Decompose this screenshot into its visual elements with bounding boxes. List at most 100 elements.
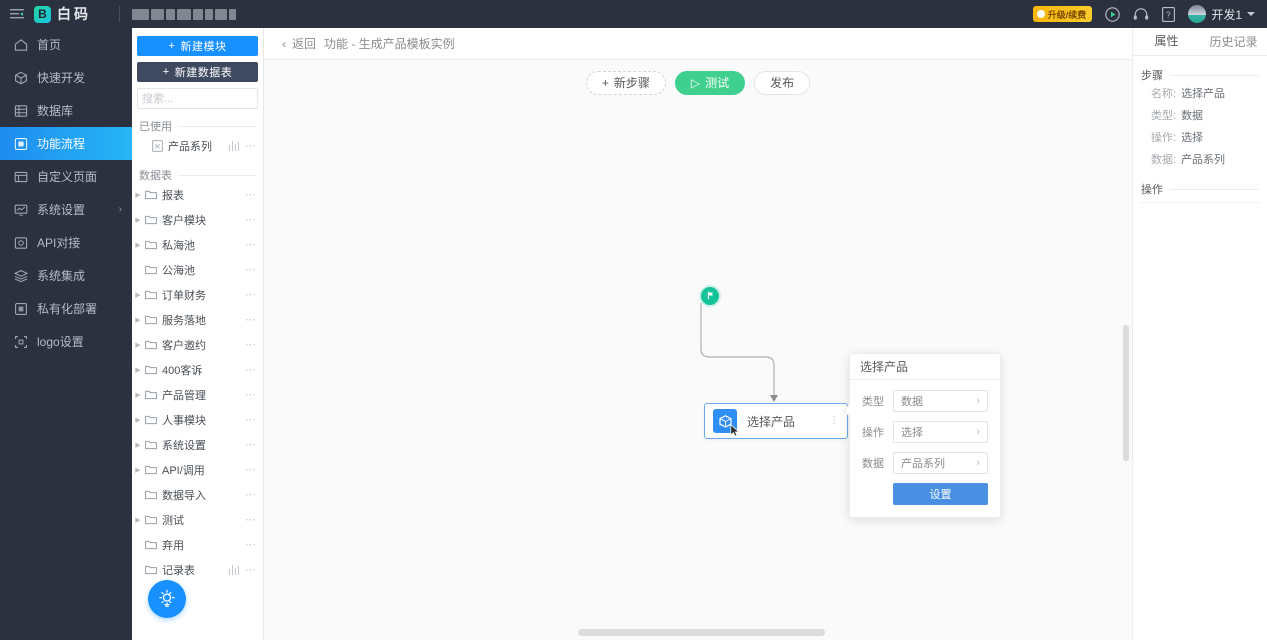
manual-book-icon[interactable]: ? bbox=[1162, 6, 1176, 22]
expand-arrow-icon[interactable]: ▶ bbox=[135, 391, 141, 399]
more-icon[interactable]: ⋯ bbox=[245, 538, 257, 551]
more-icon[interactable]: ⋯ bbox=[245, 413, 257, 426]
flow-node-select-product[interactable]: 选择产品 ⋮ bbox=[704, 403, 848, 439]
back-button[interactable]: ‹ 返回 bbox=[282, 35, 316, 52]
sidebar-item-flow[interactable]: 功能流程 bbox=[0, 127, 132, 160]
tree-row[interactable]: 数据导入⋯ bbox=[132, 482, 263, 507]
more-icon[interactable]: ⋯ bbox=[245, 338, 257, 351]
headset-icon[interactable] bbox=[1133, 7, 1149, 21]
tree-row[interactable]: ▶人事模块⋯ bbox=[132, 407, 263, 432]
user-menu[interactable]: 开发1 bbox=[1188, 5, 1255, 23]
tree-row[interactable]: 记录表⋯ bbox=[132, 557, 263, 582]
tree-row[interactable]: ▶客户邀约⋯ bbox=[132, 332, 263, 357]
expand-arrow-icon[interactable]: ▶ bbox=[135, 341, 141, 349]
step-section-header: 步骤 bbox=[1133, 68, 1267, 82]
popup-submit-button[interactable]: 设置 bbox=[893, 483, 988, 505]
type-select[interactable]: 数据 › bbox=[893, 390, 988, 412]
tree-row-label: 系统设置 bbox=[162, 439, 206, 452]
tree-row[interactable]: ▶产品管理⋯ bbox=[132, 382, 263, 407]
upgrade-button[interactable]: 升级/续费 bbox=[1032, 6, 1093, 22]
sidebar-item-api[interactable]: API对接 bbox=[0, 226, 132, 259]
action-section-title: 操作 bbox=[1141, 184, 1163, 196]
more-icon[interactable]: ⋯ bbox=[245, 139, 257, 152]
more-icon[interactable]: ⋯ bbox=[245, 363, 257, 376]
tab-history[interactable]: 历史记录 bbox=[1209, 35, 1258, 49]
sidebar-item-integration[interactable]: 系统集成 bbox=[0, 259, 132, 292]
tree-row[interactable]: ▶400客诉⋯ bbox=[132, 357, 263, 382]
more-icon[interactable]: ⋯ bbox=[245, 563, 257, 576]
new-module-button[interactable]: + 新建模块 bbox=[137, 36, 258, 56]
lightbulb-icon[interactable] bbox=[148, 580, 186, 618]
brand-logo[interactable]: B 白码 bbox=[34, 4, 91, 24]
expand-arrow-icon[interactable]: ▶ bbox=[135, 191, 141, 199]
sidebar-item-database[interactable]: 数据库 bbox=[0, 94, 132, 127]
expand-arrow-icon[interactable]: ▶ bbox=[135, 441, 141, 449]
expand-arrow-icon[interactable]: ▶ bbox=[135, 291, 141, 299]
new-table-button[interactable]: + 新建数据表 bbox=[137, 62, 258, 82]
more-icon[interactable]: ⋯ bbox=[245, 488, 257, 501]
tree-row[interactable]: ▶订单财务⋯ bbox=[132, 282, 263, 307]
more-icon[interactable]: ⋯ bbox=[245, 513, 257, 526]
tree-row[interactable]: ▶API/调用⋯ bbox=[132, 457, 263, 482]
folder-list: ▶报表⋯▶客户模块⋯▶私海池⋯公海池⋯▶订单财务⋯▶服务落地⋯▶客户邀约⋯▶40… bbox=[132, 182, 263, 582]
type-select-value: 数据 bbox=[901, 396, 923, 408]
popup-field-label: 操作 bbox=[862, 427, 884, 439]
sidebar-item-quick-dev[interactable]: 快速开发 bbox=[0, 61, 132, 94]
more-vertical-icon[interactable]: ⋮ bbox=[829, 415, 839, 426]
more-icon[interactable]: ⋯ bbox=[245, 288, 257, 301]
sidebar-item-custom-page[interactable]: 自定义页面 bbox=[0, 160, 132, 193]
expand-arrow-icon[interactable]: ▶ bbox=[135, 416, 141, 424]
more-icon[interactable]: ⋯ bbox=[245, 213, 257, 226]
more-icon[interactable]: ⋯ bbox=[245, 438, 257, 451]
sliders-icon[interactable] bbox=[228, 140, 239, 151]
tree-row[interactable]: 弃用⋯ bbox=[132, 532, 263, 557]
publish-button[interactable]: 发布 bbox=[754, 70, 811, 95]
more-icon[interactable]: ⋯ bbox=[245, 313, 257, 326]
row-actions: ⋯ bbox=[245, 188, 257, 201]
expand-arrow-icon[interactable]: ▶ bbox=[135, 366, 141, 374]
plus-icon: + bbox=[601, 75, 609, 90]
tree-row[interactable]: ▶私海池⋯ bbox=[132, 232, 263, 257]
more-icon[interactable]: ⋯ bbox=[245, 263, 257, 276]
action-select[interactable]: 选择 › bbox=[893, 421, 988, 443]
search-input[interactable] bbox=[142, 92, 284, 105]
sidebar-item-home[interactable]: 首页 bbox=[0, 28, 132, 61]
tree-row[interactable]: ▶测试⋯ bbox=[132, 507, 263, 532]
test-button[interactable]: ▷ 测试 bbox=[674, 70, 746, 95]
tree-row[interactable]: ▶报表⋯ bbox=[132, 182, 263, 207]
tree-row[interactable]: 公海池⋯ bbox=[132, 257, 263, 282]
action-section-header: 操作 bbox=[1133, 182, 1267, 196]
search-box[interactable] bbox=[137, 88, 300, 109]
divider bbox=[1170, 188, 1259, 190]
sidebar-item-private-deploy[interactable]: 私有化部署 bbox=[0, 292, 132, 325]
user-name: 开发1 bbox=[1211, 7, 1242, 22]
new-step-button[interactable]: + 新步骤 bbox=[585, 70, 666, 95]
start-node[interactable] bbox=[701, 287, 719, 305]
sidebar-item-label: logo设置 bbox=[37, 335, 84, 349]
more-icon[interactable]: ⋯ bbox=[245, 188, 257, 201]
more-icon[interactable]: ⋯ bbox=[245, 238, 257, 251]
tab-properties[interactable]: 属性 bbox=[1133, 28, 1200, 55]
expand-arrow-icon[interactable]: ▶ bbox=[135, 216, 141, 224]
expand-arrow-icon[interactable]: ▶ bbox=[135, 241, 141, 249]
canvas-horizontal-scrollbar[interactable] bbox=[578, 629, 825, 636]
more-icon[interactable]: ⋯ bbox=[245, 463, 257, 476]
canvas-vertical-scrollbar[interactable] bbox=[1123, 325, 1129, 461]
sidebar-item-system-settings[interactable]: 系统设置 › bbox=[0, 193, 132, 226]
expand-arrow-icon[interactable]: ▶ bbox=[135, 316, 141, 324]
more-icon[interactable]: ⋯ bbox=[245, 388, 257, 401]
tree-row[interactable]: ▶客户模块⋯ bbox=[132, 207, 263, 232]
sidebar-item-logo-settings[interactable]: logo设置 bbox=[0, 325, 132, 358]
data-select[interactable]: 产品系列 › bbox=[893, 452, 988, 474]
list-item[interactable]: 产品系列 ⋯ bbox=[132, 133, 263, 158]
flow-canvas[interactable]: + 新步骤 ▷ 测试 发布 bbox=[264, 60, 1132, 640]
menu-collapse-icon[interactable] bbox=[0, 8, 34, 20]
brand-name: 白码 bbox=[57, 6, 91, 22]
play-circle-icon[interactable] bbox=[1105, 6, 1121, 22]
expand-arrow-icon[interactable]: ▶ bbox=[135, 516, 141, 524]
tree-row[interactable]: ▶服务落地⋯ bbox=[132, 307, 263, 332]
sliders-icon[interactable] bbox=[228, 564, 239, 575]
step-config-popup[interactable]: 选择产品 类型 数据 › 操作 选择 › bbox=[843, 353, 1001, 518]
expand-arrow-icon[interactable]: ▶ bbox=[135, 466, 141, 474]
tree-row[interactable]: ▶ 系统设置 ⋯ bbox=[132, 432, 263, 457]
